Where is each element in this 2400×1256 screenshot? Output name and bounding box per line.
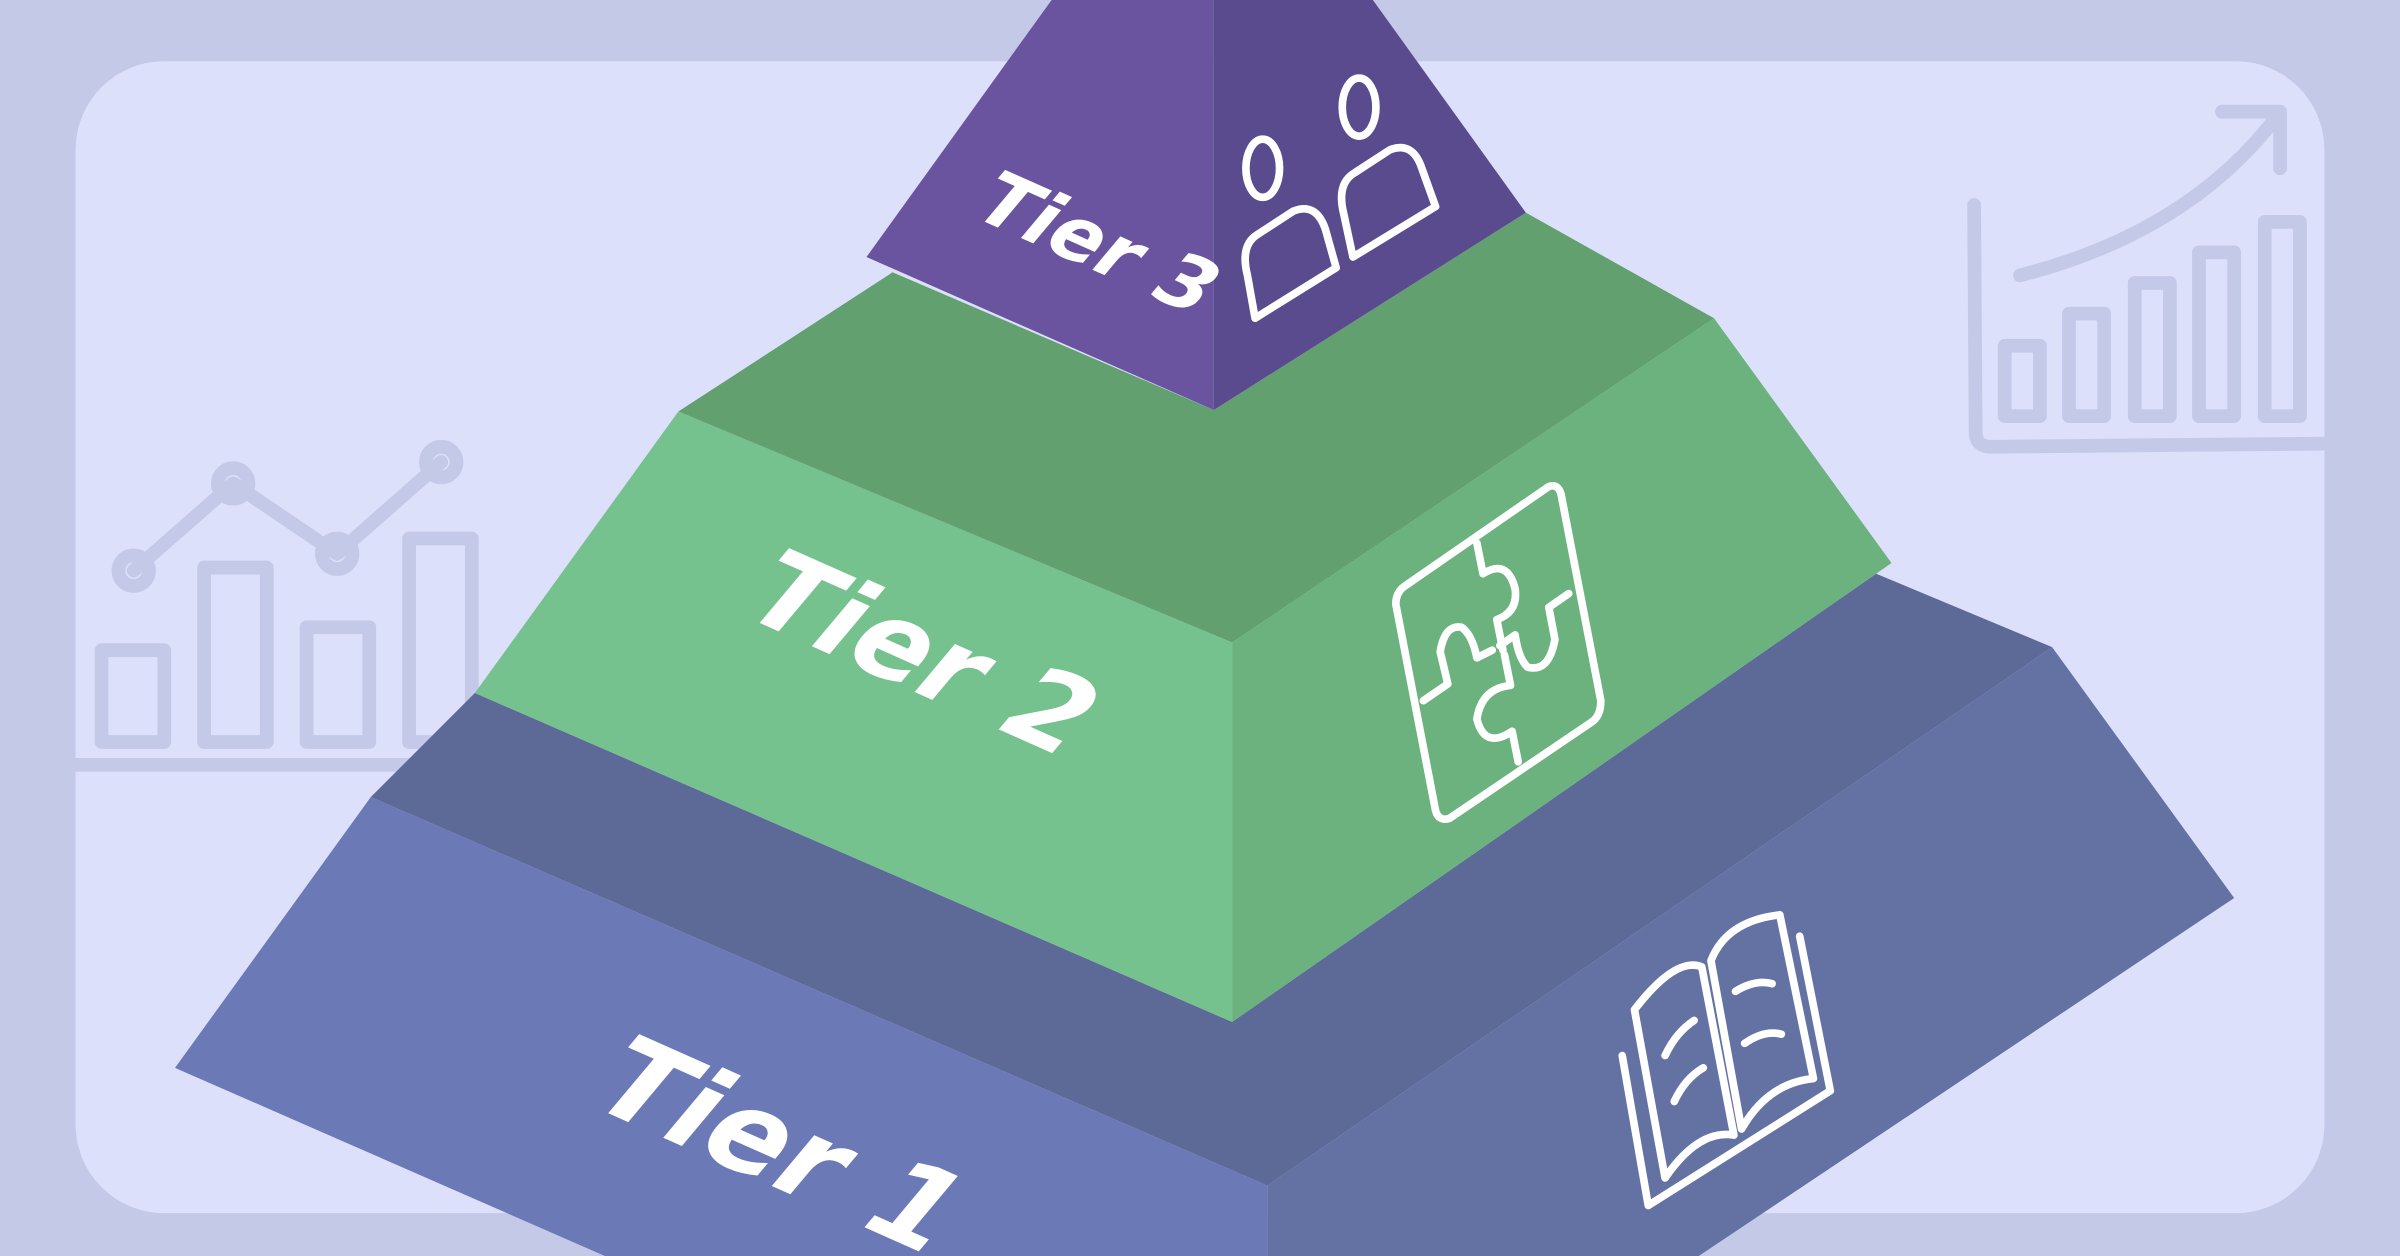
deco-line	[126, 455, 449, 578]
deco-bar	[1997, 338, 2047, 424]
puzzle-icon	[1391, 482, 1605, 823]
tier-3-left-face	[866, 0, 1214, 410]
deco-bar	[2127, 276, 2177, 424]
tier-1-top-face	[370, 562, 2053, 1186]
trend-arrow	[2013, 109, 2284, 283]
tier-2-top-face	[678, 212, 1715, 643]
tier-3: Tier 3	[866, 0, 1526, 410]
tier-2: Tier 2	[474, 212, 1892, 1022]
deco-bar	[299, 620, 377, 749]
tier-1-left-face	[175, 797, 1268, 1256]
deco-bar	[94, 643, 172, 749]
deco-bar	[2192, 245, 2242, 424]
open-book-icon	[1618, 911, 1835, 1210]
tier-1: Tier 1	[175, 562, 2235, 1256]
deco-point	[314, 531, 360, 576]
deco-bar	[2062, 306, 2112, 424]
deco-point	[419, 439, 464, 485]
tier-2-left-face	[474, 411, 1233, 1022]
deco-bar	[2257, 214, 2307, 424]
users-icon	[1241, 74, 1440, 323]
tier-3-right-face	[1213, 0, 1526, 410]
axes	[1967, 198, 2332, 454]
deco-bar	[197, 560, 274, 749]
arrow-head	[2215, 104, 2287, 176]
tier-1-right-face	[1267, 647, 2235, 1256]
tier-2-right-face	[1232, 318, 1892, 1022]
deco-point	[210, 461, 256, 506]
right-growth-chart-decoration	[1967, 104, 2332, 454]
deco-point	[111, 548, 156, 593]
